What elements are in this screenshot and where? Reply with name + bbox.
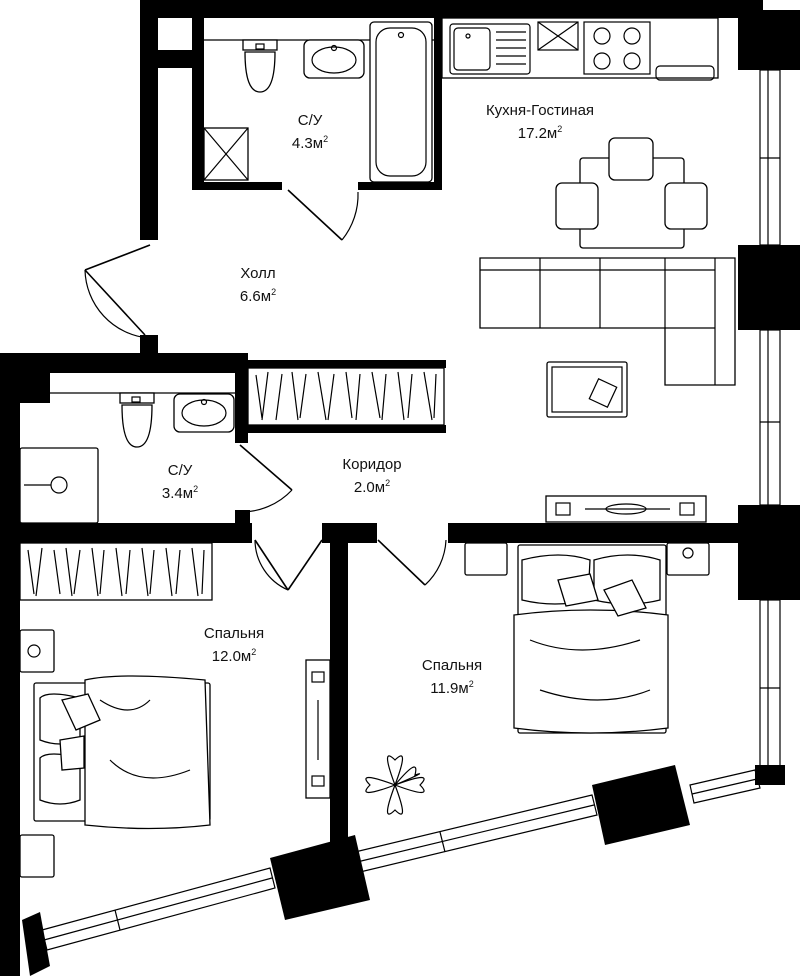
room-label-kitchen-living: Кухня-Гостиная 17.2м2 (486, 101, 594, 143)
sofa (479, 257, 736, 418)
top-bathroom-fixtures (203, 21, 434, 183)
room-label-corridor: Коридор 2.0м2 (342, 455, 401, 497)
right-bedroom-furniture (365, 495, 710, 815)
left-bedroom-furniture (19, 629, 331, 878)
room-name: С/У (297, 112, 323, 129)
wardrobe-hall (247, 367, 445, 426)
windows (41, 69, 781, 951)
left-bathroom-fixtures (19, 392, 235, 524)
room-area: 2.0м2 (353, 478, 391, 496)
room-name: Спальня (203, 625, 265, 642)
room-label-bathroom-top: С/У 4.3м2 (292, 111, 328, 153)
wardrobe-bedroom (19, 542, 213, 601)
room-area: 11.9м2 (430, 679, 474, 697)
room-label-bathroom-left: С/У 3.4м2 (162, 461, 198, 503)
room-name: Холл (240, 265, 276, 282)
room-label-bedroom-left: Спальня 12.0м2 (204, 624, 264, 666)
room-name: Кухня-Гостиная (485, 102, 595, 119)
room-name: С/У (167, 462, 193, 479)
room-area: 3.4м2 (161, 484, 199, 502)
room-name: Спальня (421, 657, 483, 674)
room-area: 12.0м2 (211, 647, 257, 665)
room-area: 17.2м2 (517, 124, 563, 142)
room-name: Коридор (342, 456, 402, 473)
doors (84, 189, 447, 591)
room-label-bedroom-right: Спальня 11.9м2 (422, 656, 482, 698)
room-area: 6.6м2 (239, 287, 277, 305)
room-label-hall: Холл 6.6м2 (240, 264, 276, 306)
kitchen-fixtures (441, 17, 719, 249)
room-area: 4.3м2 (291, 134, 329, 152)
plant-icon (365, 755, 425, 815)
